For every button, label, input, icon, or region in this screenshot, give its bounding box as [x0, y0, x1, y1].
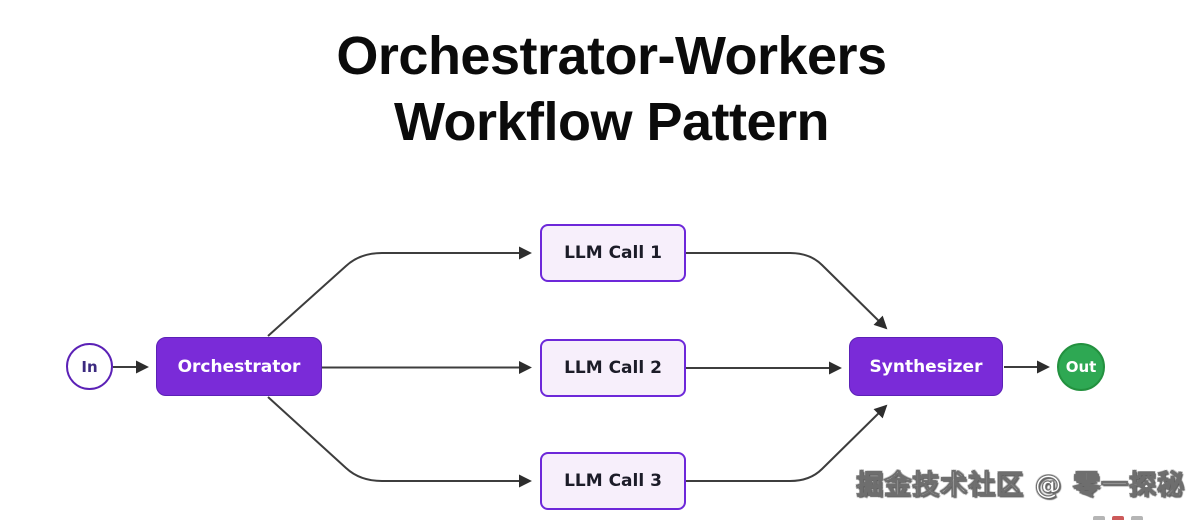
edge-orchestrator-to-llm3	[267, 396, 532, 488]
partial-logo-mark-left	[1093, 516, 1105, 520]
partial-logo-marks	[1093, 516, 1143, 520]
page-title: Orchestrator-Workers Workflow Pattern	[15, 24, 1193, 156]
watermark-text: 掘金技术社区 @ 零一探秘	[856, 470, 1185, 502]
page-title-line1: Orchestrator-Workers	[336, 26, 887, 86]
node-llm-call-2: LLM Call 2	[540, 339, 686, 397]
edge-llm3-to-synthesizer	[686, 404, 888, 482]
node-out: Out	[1057, 343, 1105, 391]
node-orchestrator: Orchestrator	[156, 337, 322, 396]
edge-orchestrator-to-llm1	[267, 246, 532, 337]
partial-logo-mark-center	[1112, 516, 1124, 520]
node-synthesizer: Synthesizer	[849, 337, 1003, 396]
edge-llm1-to-synthesizer	[686, 252, 888, 330]
node-llm-call-1: LLM Call 1	[540, 224, 686, 282]
node-llm-call-3: LLM Call 3	[540, 452, 686, 510]
node-in: In	[66, 343, 113, 390]
page-title-line2: Workflow Pattern	[393, 91, 830, 152]
partial-logo-mark-right	[1131, 516, 1143, 520]
